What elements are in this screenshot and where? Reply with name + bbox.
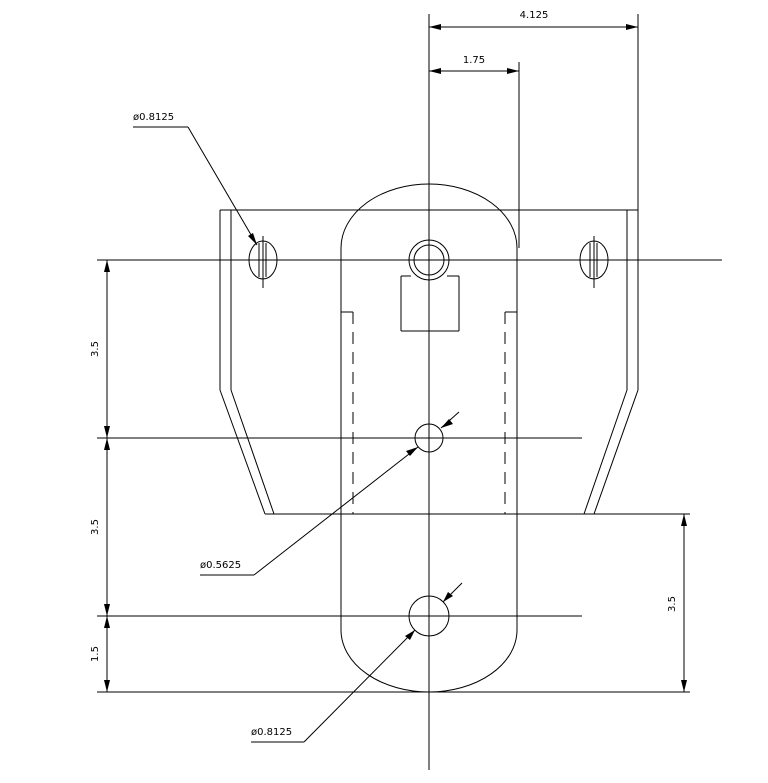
callout-label-slot: ø0.8125 <box>133 112 174 123</box>
dim-left-arrows <box>104 260 110 692</box>
bottom-hole <box>408 595 450 637</box>
callout-label-bottom: ø0.8125 <box>251 727 292 738</box>
right-slot <box>579 236 609 288</box>
callout-middle-hole-diameter: ø0.5625 <box>200 411 460 576</box>
middle-hole <box>414 423 444 453</box>
callout-slot-diameter: ø0.8125 <box>133 112 258 246</box>
dim-top-inner: 1.75 <box>429 55 520 248</box>
hidden-lines <box>341 209 517 690</box>
dim-label-right: 3.5 <box>667 596 678 612</box>
dim-label-4125: 4.125 <box>520 10 549 21</box>
dim-label-175: 1.75 <box>463 55 485 66</box>
dim-top-overall: 4.125 <box>429 10 639 210</box>
dim-right-arrow-top <box>681 514 687 526</box>
bracket-outline <box>219 209 639 515</box>
top-pin <box>400 239 460 332</box>
callout-bottom-hole-diameter: ø0.8125 <box>251 582 463 743</box>
dim-label-left-upper: 3.5 <box>90 341 101 357</box>
callout-label-middle: ø0.5625 <box>200 560 241 571</box>
dim-label-left-middle: 3.5 <box>90 519 101 535</box>
left-slot <box>248 236 278 288</box>
dim-label-left-lower: 1.5 <box>90 646 101 662</box>
dim-right-arrow-bottom <box>681 680 687 692</box>
